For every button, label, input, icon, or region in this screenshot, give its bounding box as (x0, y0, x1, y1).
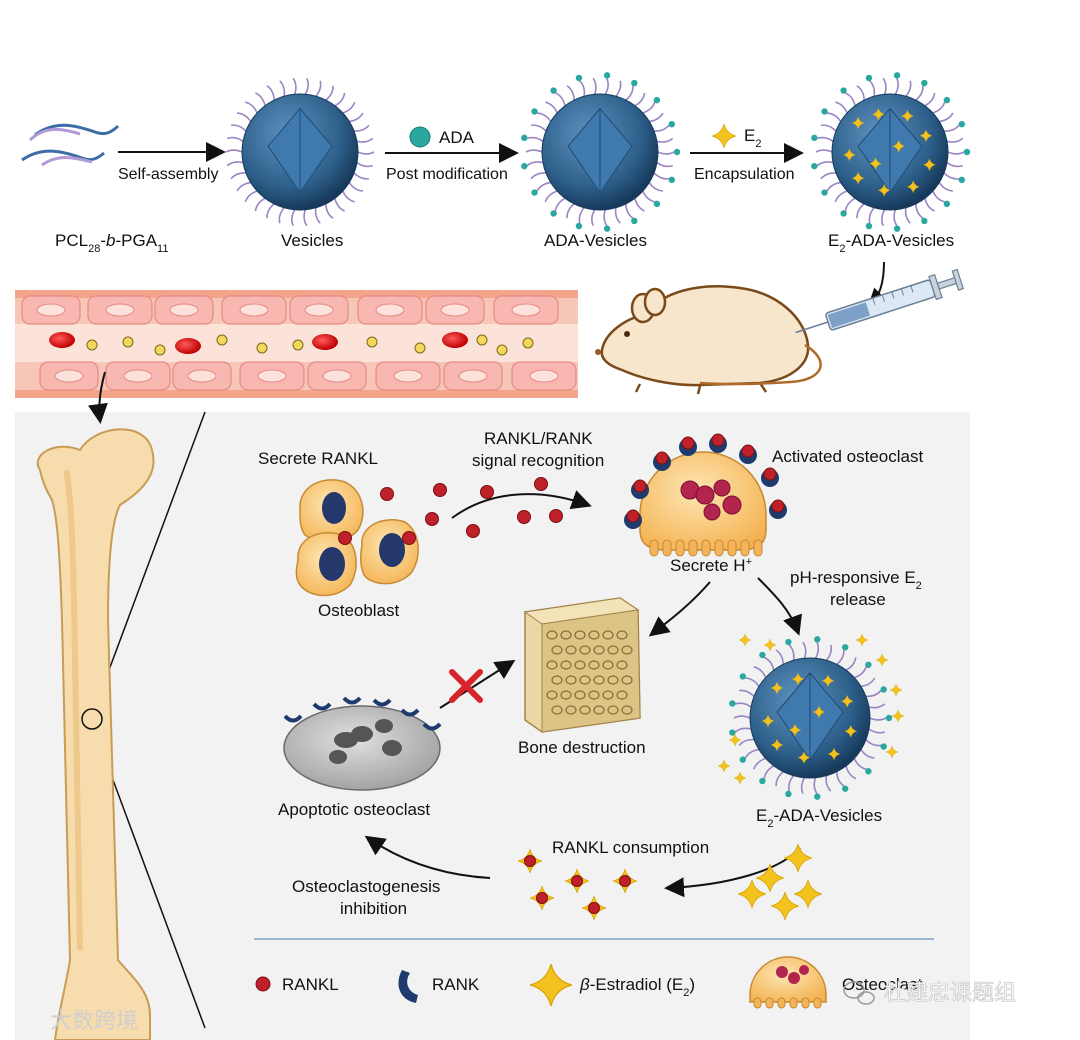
vesicle-e2-ada-released (729, 636, 893, 800)
syringe-illustration (795, 268, 965, 334)
arrow-inhibition (364, 835, 491, 879)
label-inhibition-line2: inhibition (340, 899, 407, 918)
label-secrete-h: Secrete H+ (670, 556, 752, 575)
label-osteoblast: Osteoblast (318, 601, 400, 620)
legend-rankl-icon (255, 976, 271, 992)
ada-bead-icon (409, 126, 431, 148)
label-vesicles: Vesicles (281, 231, 343, 250)
rankl-particles (338, 477, 563, 545)
label-bone-destruction: Bone destruction (518, 738, 646, 757)
legend-estradiol-label: β-Estradiol (E2) (579, 975, 695, 999)
activated-osteoclast (624, 433, 787, 557)
label-secrete-rankl: Secrete RANKL (258, 449, 378, 468)
label-activated-osteoclast: Activated osteoclast (772, 447, 923, 466)
polymer-chains (21, 123, 120, 167)
label-ph-line2: release (830, 590, 886, 609)
apoptotic-osteoclast (283, 696, 442, 791)
arrow-to-bone-destruction (648, 581, 711, 637)
rankl-bound-estradiol (518, 849, 637, 920)
vesicle-e2-ada (811, 72, 971, 232)
label-self-assembly: Self-assembly (118, 166, 218, 183)
osteoblast-cells (295, 479, 419, 597)
vesicle-plain (225, 77, 375, 227)
zoom-line-top (92, 411, 206, 714)
legend-rank-label: RANK (432, 975, 480, 994)
legend-rankl-label: RANKL (282, 975, 339, 994)
mouse-illustration (595, 285, 822, 395)
label-e2: E2 (744, 126, 761, 150)
estradiol-icon (712, 124, 736, 148)
label-apoptotic-osteoclast: Apoptotic osteoclast (278, 800, 430, 819)
label-e2-ada-vesicles-bottom: E2-ADA-Vesicles (756, 806, 882, 830)
label-e2-ada-vesicles-top: E2-ADA-Vesicles (828, 231, 954, 255)
label-ada-vesicles: ADA-Vesicles (544, 231, 647, 250)
label-encapsulation: Encapsulation (694, 166, 795, 183)
legend: RANKL RANK β-Estradiol (E2) Osteoclast (255, 956, 923, 1009)
wechat-icon (843, 981, 875, 1005)
label-signal-line1: RANKL/RANK (484, 429, 593, 448)
label-signal-line2: signal recognition (472, 451, 604, 470)
label-post-modification: Post modification (386, 166, 508, 183)
bone-zoom-circle (81, 708, 103, 730)
watermark-right: 杜建忠课题组 (884, 980, 1016, 1005)
legend-rank-icon (398, 970, 418, 1003)
label-rankl-consumption: RANKL consumption (552, 838, 709, 857)
legend-osteoclast-label: Osteoclast (842, 975, 923, 994)
arrow-to-release (757, 577, 802, 636)
label-ada: ADA (439, 128, 475, 147)
arrow-vessel-to-bone (87, 371, 108, 424)
bone-destruction-block (523, 597, 641, 733)
arrow-signal (451, 490, 592, 519)
vesicle-ada (521, 72, 681, 232)
blood-contents (49, 332, 534, 356)
polymer-label: PCL28-b-PGA11 (55, 231, 168, 255)
block-cross-icon (449, 669, 483, 703)
watermark-left: 大数跨境 (50, 1008, 138, 1033)
femur-bone (36, 428, 155, 1040)
label-inhibition-line1: Osteoclastogenesis (292, 877, 440, 896)
label-ph-line1: pH-responsive E2 (790, 568, 922, 592)
